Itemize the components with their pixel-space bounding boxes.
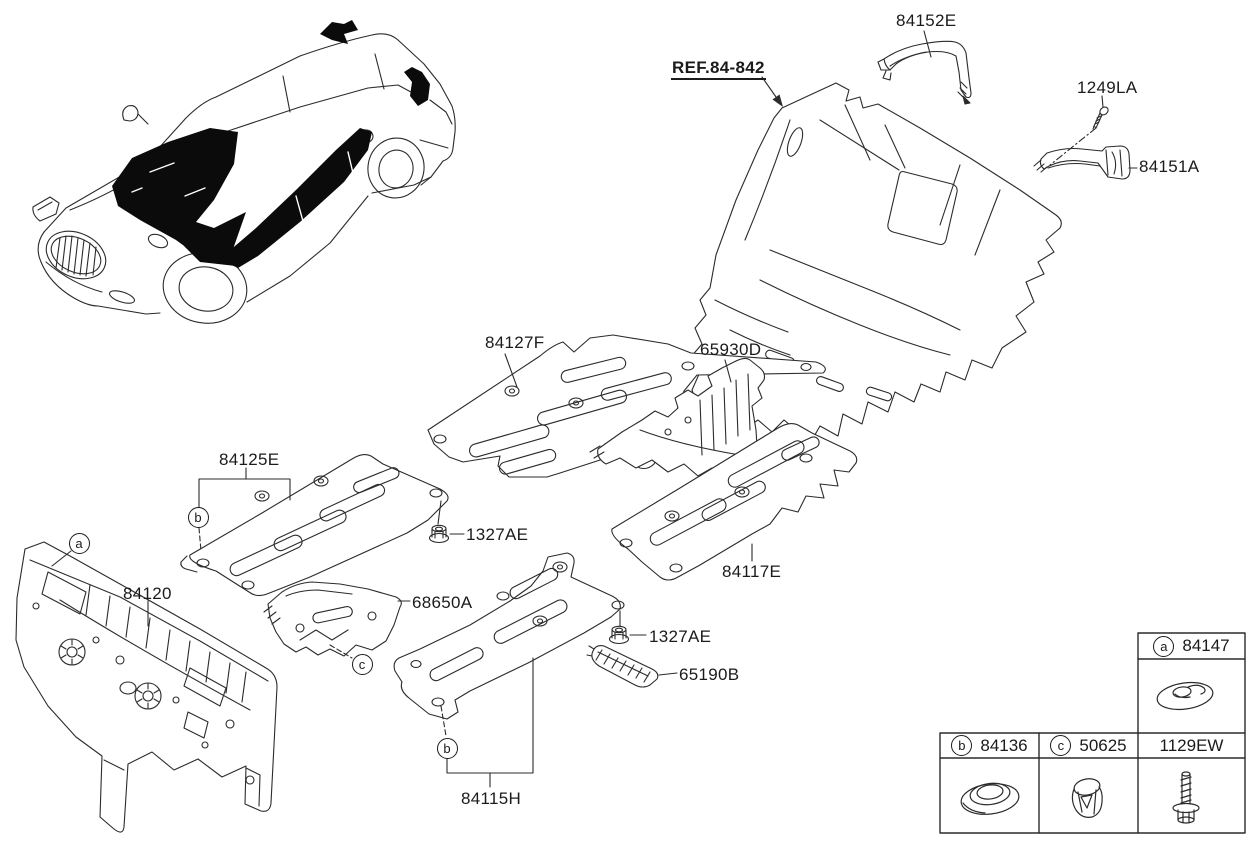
part-label-84127F[interactable]: 84127F bbox=[485, 333, 545, 352]
marker-b-letter: b bbox=[194, 509, 202, 525]
part-84120-drawing bbox=[15, 541, 278, 833]
part-84115H-drawing bbox=[393, 552, 625, 720]
flange-bolt-icon bbox=[1172, 771, 1200, 824]
part-68650A-drawing bbox=[263, 581, 402, 657]
isolation-highlight-areas bbox=[112, 20, 430, 268]
legend-part-84147: 84147 bbox=[1182, 636, 1230, 655]
legend-cell-1129EW[interactable]: 1129EW bbox=[1139, 734, 1244, 757]
legend-part-84136: 84136 bbox=[980, 735, 1028, 755]
part-65930D-drawing bbox=[589, 357, 766, 479]
tapping-screw-icon bbox=[1092, 106, 1109, 130]
part-label-84152E[interactable]: 84152E bbox=[896, 11, 957, 30]
legend-cell-84136[interactable]: b 84136 bbox=[941, 734, 1038, 757]
part-84125E-drawing bbox=[180, 453, 449, 597]
highlight-cutouts bbox=[131, 151, 357, 233]
bolt-hole-icon bbox=[433, 361, 812, 444]
rear-wheel-icon bbox=[367, 137, 425, 199]
legend-cell-84147[interactable]: a 84147 bbox=[1139, 634, 1244, 658]
marker-b-letter: b bbox=[443, 740, 451, 756]
marker-b-upper: b bbox=[187, 506, 209, 528]
part-label-84151A[interactable]: 84151A bbox=[1139, 157, 1200, 176]
flange-nut-icon bbox=[428, 524, 450, 544]
bolt-hole-icon bbox=[410, 561, 625, 707]
part-label-84120[interactable]: 84120 bbox=[123, 584, 172, 603]
part-84152E-drawing bbox=[877, 40, 972, 105]
legend-table bbox=[939, 632, 1246, 834]
ref-callout-84-842[interactable]: REF.84-842 bbox=[671, 58, 766, 80]
legend-marker-c-letter: c bbox=[1057, 738, 1065, 753]
legend-marker-a: a bbox=[1153, 635, 1175, 657]
part-label-65930D[interactable]: 65930D bbox=[700, 340, 762, 359]
part-84151A-drawing bbox=[1033, 145, 1131, 180]
legend-cell-50625[interactable]: c 50625 bbox=[1040, 734, 1137, 757]
part-label-1249LA[interactable]: 1249LA bbox=[1077, 78, 1138, 97]
part-label-84115H[interactable]: 84115H bbox=[461, 789, 522, 808]
part-label-65190B[interactable]: 65190B bbox=[679, 665, 740, 684]
car-illustration bbox=[32, 20, 456, 324]
leader-lines bbox=[51, 30, 1138, 788]
marker-a: a bbox=[68, 532, 90, 554]
legend-marker-b: b bbox=[951, 735, 973, 756]
clip-nut-icon bbox=[1071, 778, 1103, 818]
part-label-84125E[interactable]: 84125E bbox=[219, 450, 280, 469]
grommet-icon bbox=[960, 782, 1020, 815]
part-65190B-drawing bbox=[586, 645, 659, 688]
retainer-clip-icon bbox=[1156, 681, 1214, 711]
part-label-1327AE-upper[interactable]: 1327AE bbox=[466, 525, 529, 544]
bolt-hole-icon bbox=[619, 453, 813, 573]
legend-marker-a-letter: a bbox=[1160, 638, 1168, 654]
part-label-1327AE-lower[interactable]: 1327AE bbox=[649, 627, 712, 646]
rosette-detail bbox=[58, 638, 162, 710]
part-label-84117E[interactable]: 84117E bbox=[722, 562, 782, 581]
flange-nut-icon bbox=[608, 625, 630, 645]
marker-c: c bbox=[351, 653, 373, 675]
side-mirror-icon bbox=[122, 105, 149, 125]
marker-b-lower: b bbox=[436, 737, 458, 759]
legend-marker-c: c bbox=[1050, 735, 1072, 756]
grille-icon bbox=[45, 230, 169, 280]
legend-part-50625: 50625 bbox=[1079, 735, 1127, 755]
part-84117E-drawing bbox=[611, 422, 858, 581]
part-label-68650A[interactable]: 68650A bbox=[412, 593, 473, 612]
legend-part-1129EW: 1129EW bbox=[1159, 735, 1224, 755]
marker-a-letter: a bbox=[75, 535, 83, 551]
legend-marker-b-letter: b bbox=[958, 738, 966, 753]
bolt-hole-icon bbox=[196, 475, 443, 590]
marker-c-letter: c bbox=[358, 656, 366, 672]
